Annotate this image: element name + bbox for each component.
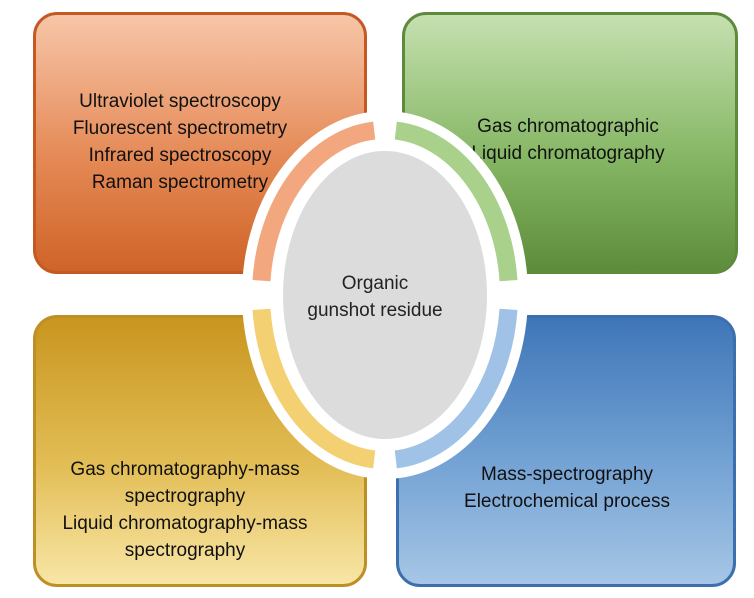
center-label: Organic gunshot residue (290, 270, 460, 324)
hub-arc-bottom-left (252, 308, 376, 469)
quadrant-line: Liquid chromatography (471, 143, 665, 164)
center-label-line: Organic (341, 273, 409, 294)
quadrant-line: Infrared spectroscopy (88, 145, 272, 166)
hub-arc-bottom-right (394, 308, 518, 469)
quadrant-hyphenated-methods-text: Gas chromatography-mass spectrography Li… (40, 456, 330, 564)
quadrant-mass-electrochemical-text: Mass-spectrography Electrochemical proce… (412, 461, 722, 515)
center-label-line: gunshot residue (307, 300, 443, 321)
quadrant-line: Ultraviolet spectroscopy (79, 91, 281, 112)
quadrant-line: Mass-spectrography (480, 464, 654, 485)
quadrant-chromatography-text: Gas chromatographic Liquid chromatograph… (418, 113, 718, 167)
hub-arc-top-left (252, 121, 376, 282)
quadrant-line: Liquid chromatography-mass (62, 513, 308, 534)
hub-core-ellipse (279, 147, 491, 443)
quadrant-line: Electrochemical process (464, 491, 670, 512)
hub-arc-top-right (394, 121, 518, 282)
quadrant-line: Gas chromatography-mass (70, 459, 300, 480)
quadrant-line: Fluorescent spectrometry (72, 118, 288, 139)
quadrant-spectroscopy-text: Ultraviolet spectroscopy Fluorescent spe… (40, 88, 320, 196)
quadrant-line: Raman spectrometry (91, 172, 269, 193)
quadrant-line: Gas chromatographic (477, 116, 659, 137)
quadrant-line: spectrography (124, 540, 246, 561)
quadrant-line: spectrography (124, 486, 246, 507)
